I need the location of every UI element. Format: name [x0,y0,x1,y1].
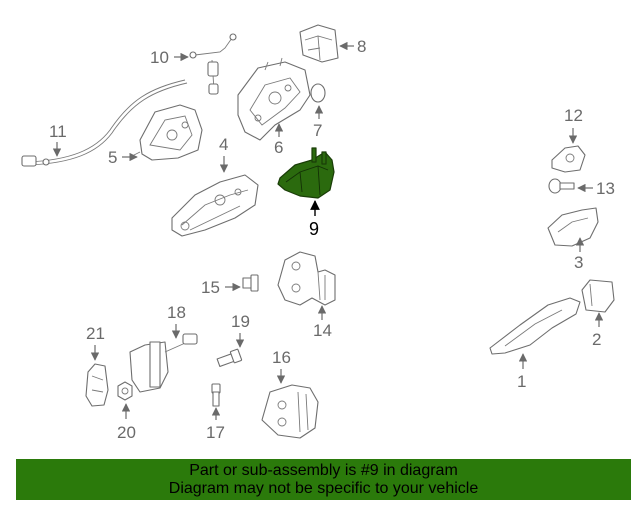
part-3-bezel[interactable] [547,207,599,247]
part-12-bracket[interactable] [551,145,586,173]
svg-text:18: 18 [167,303,186,322]
part-10-link[interactable] [189,33,237,95]
part-13-screw[interactable] [548,178,575,194]
svg-text:5: 5 [108,148,117,167]
svg-text:13: 13 [596,179,615,198]
callout-19: 19 [231,312,250,348]
callout-20: 20 [117,403,136,442]
part-14-hinge[interactable] [277,251,336,306]
svg-text:2: 2 [592,330,601,349]
svg-text:17: 17 [206,423,225,442]
part-7-ring[interactable] [310,83,326,103]
callout-3: 3 [574,237,585,272]
info-banner: Part or sub-assembly is #9 in diagram Di… [16,459,631,500]
callout-13: 13 [577,179,615,198]
svg-text:6: 6 [274,138,283,157]
svg-text:11: 11 [49,122,67,141]
callout-18: 18 [167,303,186,339]
svg-text:8: 8 [357,37,366,56]
part-18-door-check[interactable] [129,333,198,393]
svg-text:9: 9 [309,219,319,239]
svg-text:20: 20 [117,423,136,442]
callout-5: 5 [108,148,138,167]
part-4-handle-assembly[interactable] [171,174,259,237]
svg-text:10: 10 [150,48,169,67]
callout-17: 17 [206,407,225,442]
callout-10: 10 [150,48,189,67]
svg-text:12: 12 [564,106,583,125]
callout-8: 8 [339,37,366,56]
callout-6: 6 [274,123,283,157]
callout-11: 11 [49,122,67,157]
part-9-highlighted[interactable] [277,147,335,199]
callout-9: 9 [309,200,320,239]
part-5-bracket[interactable] [131,104,203,161]
part-17-bolt[interactable] [211,383,221,407]
svg-text:1: 1 [517,372,526,391]
part-16-hinge[interactable] [261,384,319,439]
part-6-latch[interactable] [237,57,311,141]
svg-text:15: 15 [201,278,220,297]
svg-text:14: 14 [313,321,332,340]
svg-text:4: 4 [219,135,228,154]
part-1-outside-handle[interactable] [489,297,581,355]
part-20-nut[interactable] [117,381,133,401]
part-15-bolt[interactable] [242,274,259,292]
callout-14: 14 [313,305,332,340]
banner-line-1: Part or sub-assembly is #9 in diagram [189,462,458,479]
banner-line-2: Diagram may not be specific to your vehi… [168,480,479,497]
part-2-cap[interactable] [581,279,615,313]
svg-text:21: 21 [86,324,105,343]
callout-21: 21 [86,324,105,361]
part-11-cable[interactable] [21,79,188,167]
callout-2: 2 [592,312,604,349]
callout-7: 7 [313,105,324,140]
svg-text:7: 7 [313,121,322,140]
callout-15: 15 [201,278,241,297]
svg-text:16: 16 [272,348,291,367]
part-21-bumper[interactable] [85,363,109,407]
svg-text:19: 19 [231,312,250,331]
part-8-cover[interactable] [299,24,339,63]
callout-16: 16 [272,348,291,384]
callout-12: 12 [564,106,583,144]
part-19-bolt[interactable] [216,348,243,368]
callout-1: 1 [517,353,528,391]
svg-text:3: 3 [574,253,583,272]
callout-4: 4 [219,135,228,173]
